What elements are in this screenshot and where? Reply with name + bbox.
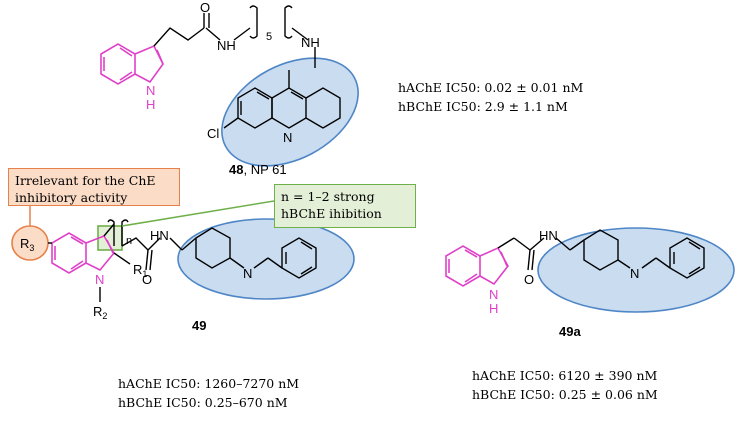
linker-48: [153, 5, 316, 68]
compound-49a-structure: N H O HN N: [445, 227, 735, 316]
compound-48-hbche: hBChE IC50: 2.9 ± 1.1 nM: [398, 99, 568, 114]
r3-label: R3: [20, 236, 34, 253]
r1-label: R1: [133, 262, 147, 279]
compound-48-hache: hAChE IC50: 0.02 ± 0.01 nM: [398, 80, 584, 95]
chlorine-label: Cl: [207, 126, 219, 141]
linker-49a: [497, 237, 585, 271]
compound-48-name: , NP 61: [243, 162, 287, 177]
compound-49a-number: 49a: [559, 324, 581, 339]
carbonyl-49-o-label: O: [142, 272, 152, 287]
strong-callout-connector: [121, 200, 275, 227]
indole-48-n-label: N: [146, 83, 155, 98]
indole-49a: [445, 245, 509, 287]
strong-inhibition-callout: n = 1–2 strong hBChE ihibition: [274, 184, 416, 228]
compound-49-hbche: hBChE IC50: 0.25–670 nM: [118, 395, 288, 410]
chain-48-count-label: 5: [266, 31, 272, 43]
indole-48: [100, 43, 164, 85]
substituents-49: [48, 219, 197, 302]
tacrine-n-label: N: [283, 130, 292, 145]
indole-48-h-label: H: [146, 97, 155, 112]
benzylpiperidine-49: [195, 227, 317, 279]
piperidine-49-n-label: N: [243, 266, 252, 281]
indole-49a-h-label: H: [489, 301, 498, 316]
piperidine-49a-n-label: N: [630, 266, 639, 281]
indole-49-n-label: N: [95, 272, 104, 287]
indole-49a-n-label: N: [489, 287, 498, 302]
amide-48-nh-label: NH: [217, 38, 236, 53]
irrelevant-callout: Irrelevant for the ChE inhibitory activi…: [8, 168, 180, 206]
compound-49a-hache: hAChE IC50: 6120 ± 390 nM: [472, 368, 658, 383]
compound-49a-hbche: hBChE IC50: 0.25 ± 0.06 nM: [472, 387, 658, 402]
compound-49-structure: N R3 R1 R2 n O HN: [11, 218, 355, 321]
carbonyl-49a-o-label: O: [524, 272, 534, 287]
benzylpiperidine-highlight-49a: [537, 227, 735, 313]
compound-49-hache: hAChE IC50: 1260–7270 nM: [118, 376, 300, 391]
r2-label: R2: [93, 304, 107, 321]
chain-49-n-label: n: [126, 235, 132, 247]
benzylpiperidine-49a: [583, 229, 705, 279]
compound-48-number: 48: [229, 162, 244, 177]
carbonyl-48-o-label: O: [200, 0, 210, 15]
amide-49-nh-label: HN: [150, 228, 169, 243]
compound-48-label: 48, NP 61: [229, 162, 287, 177]
tacrine-core-48: [223, 70, 341, 129]
compound-48-structure: N H O NH 5 NH N Cl: [100, 0, 359, 167]
amide-49a-nh-label: HN: [539, 228, 558, 243]
compound-49-number: 49: [192, 318, 207, 333]
tacrine-highlight-ellipse: [221, 57, 359, 167]
amine-48-nh-label: NH: [301, 35, 320, 50]
